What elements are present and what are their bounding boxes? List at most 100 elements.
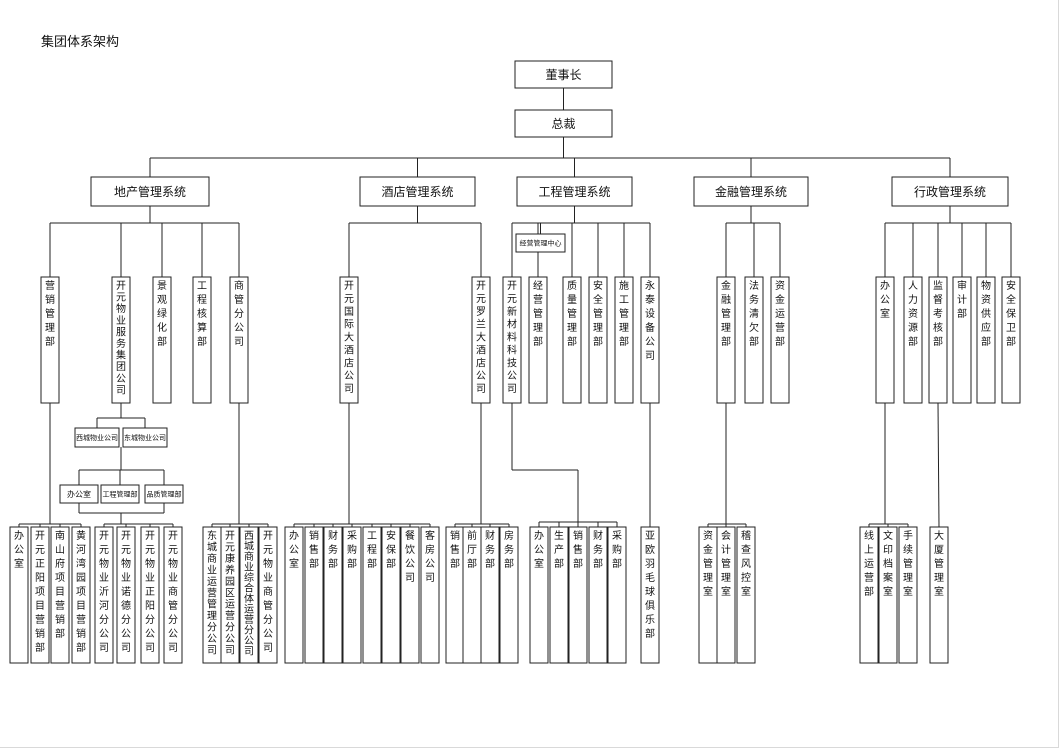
- org-node-box: [381, 526, 401, 664]
- org-node-label: 会计管理室: [721, 529, 731, 598]
- org-node-re-property-group: 开元物业服务集团公司: [111, 276, 131, 404]
- org-node-box: [716, 276, 736, 404]
- org-node-box: [952, 276, 972, 404]
- org-node-label: 财务部: [328, 529, 338, 570]
- org-node-sys-realestate: 地产管理系统: [90, 176, 210, 207]
- org-node-box: [152, 276, 172, 404]
- org-node-eng-materials: 开元新材料科技公司: [502, 276, 522, 404]
- org-node-fin-legal: 法务清欠部: [744, 276, 764, 404]
- org-node-box: [339, 276, 359, 404]
- org-node-hotel-intl: 开元国际大酒店公司: [339, 276, 359, 404]
- org-node-hi-rooms: 客房公司: [420, 526, 440, 664]
- org-node-hl-rooms: 房务部: [499, 526, 519, 664]
- org-node-label: 安全保卫部: [1006, 279, 1016, 348]
- org-node-box: [529, 526, 549, 664]
- org-node-adm-supervision: 监督考核部: [928, 276, 948, 404]
- org-node-box: [471, 276, 491, 404]
- org-node-label: 酒店管理系统: [381, 184, 453, 199]
- org-node-mk-zhengzhou: 开元正阳项目营销部: [30, 526, 50, 664]
- page-title: 集团体系架构: [41, 35, 120, 50]
- org-node-box: [420, 526, 440, 664]
- org-node-label: 金融管理系统: [715, 184, 787, 199]
- org-node-eng-ops: 经营管理部: [528, 276, 548, 404]
- org-node-label: 开元罗兰大酒店公司: [476, 281, 486, 395]
- org-node-box: [116, 526, 136, 664]
- org-node-label: 资金运营部: [775, 280, 785, 348]
- org-node-label: 物资供应部: [981, 279, 991, 348]
- org-node-label: 安全管理部: [593, 279, 603, 348]
- org-node-pg-yihe: 开元物业沂河分公司: [94, 526, 114, 664]
- org-node-box: [59, 484, 99, 504]
- org-node-label: 开元康养园区运营分公司: [225, 531, 235, 657]
- org-node-ceo: 总裁: [514, 109, 613, 138]
- org-node-box: [258, 526, 278, 664]
- org-node-box: [898, 526, 918, 664]
- org-node-eng-center: 经营管理中心: [515, 233, 566, 253]
- org-node-hl-front: 前厅部: [462, 526, 482, 664]
- org-node-label: 开元物业诺德分公司: [121, 531, 131, 654]
- org-node-sys-hotel: 酒店管理系统: [359, 176, 476, 207]
- org-node-em-office: 办公室: [529, 526, 549, 664]
- org-node-label: 采购部: [347, 530, 357, 570]
- org-node-box: [144, 484, 184, 504]
- org-node-label: 房务部: [504, 529, 514, 570]
- org-node-label: 景观绿化部: [157, 280, 167, 348]
- org-node-label: 施工管理部: [619, 279, 629, 348]
- org-node-label: 前厅部: [467, 529, 477, 570]
- org-node-ao-property: 手续管理室: [898, 526, 918, 664]
- org-node-label: 地产管理系统: [114, 184, 186, 199]
- org-node-mk-nanshan: 南山府项目营销部: [50, 526, 70, 664]
- org-node-label: 开元正阳项目营销部: [35, 531, 45, 654]
- org-node-box: [516, 176, 633, 207]
- org-node-box: [716, 526, 736, 664]
- org-node-box: [878, 526, 898, 664]
- org-node-chairman: 董事长: [514, 60, 613, 89]
- org-node-label: 手续管理室: [903, 529, 913, 598]
- org-node-hi-sales: 销售部: [304, 526, 324, 664]
- org-node-hi-catering: 餐饮公司: [400, 526, 420, 664]
- org-node-pg-nuoda: 开元物业诺德分公司: [116, 526, 136, 664]
- org-node-em-sales: 销售部: [568, 526, 588, 664]
- org-node-ey-club: 亚欧羽毛球俱乐部: [640, 526, 660, 664]
- org-node-fm-audit: 稽查风控室: [736, 526, 756, 664]
- org-node-box: [736, 526, 756, 664]
- org-node-label: 办公室: [289, 529, 299, 570]
- org-node-box: [588, 526, 608, 664]
- org-node-box: [140, 526, 160, 664]
- org-node-cm-xicheng: 西城商业综合体运营分公司: [239, 526, 259, 664]
- org-node-prop-west: 西城物业公司: [74, 427, 120, 448]
- org-node-box: [693, 176, 809, 207]
- org-node-box: [891, 176, 1009, 207]
- org-node-prop-eng: 工程管理部: [100, 484, 140, 504]
- org-node-box: [614, 276, 634, 404]
- org-node-label: 工程核算部: [197, 281, 207, 348]
- org-node-box: [50, 526, 70, 664]
- org-node-label: 永泰设备公司: [645, 279, 655, 362]
- org-node-em-finance: 财务部: [588, 526, 608, 664]
- org-node-box: [323, 526, 343, 664]
- org-node-label: 经营管理中心: [520, 239, 562, 248]
- org-node-eng-yongtai: 永泰设备公司: [640, 276, 660, 404]
- org-node-label: 开元国际大酒店公司: [344, 281, 354, 395]
- org-node-label: 营销管理部: [45, 279, 55, 348]
- org-node-box: [568, 526, 588, 664]
- org-node-cm-hotel: 开元康养园区运营分公司: [220, 526, 240, 664]
- org-node-label: 总裁: [551, 117, 575, 131]
- org-node-label: 南山府项目营销部: [55, 529, 65, 640]
- org-node-fm-capital: 资金管理室: [698, 526, 718, 664]
- org-node-hi-purchase: 采购部: [342, 526, 362, 664]
- org-node-box: [122, 427, 168, 448]
- org-node-box: [30, 526, 50, 664]
- org-node-hi-eng: 工程部: [362, 526, 382, 664]
- org-node-label: 开元物业商管分公司: [168, 531, 178, 654]
- org-node-box: [480, 526, 500, 664]
- org-node-box: [515, 233, 566, 253]
- org-node-sys-engineering: 工程管理系统: [516, 176, 633, 207]
- org-node-box: [744, 276, 764, 404]
- org-node-box: [90, 176, 210, 207]
- org-node-label: 文印档案室: [883, 529, 893, 598]
- org-node-box: [562, 276, 582, 404]
- org-node-box: [71, 526, 91, 664]
- org-node-box: [640, 276, 660, 404]
